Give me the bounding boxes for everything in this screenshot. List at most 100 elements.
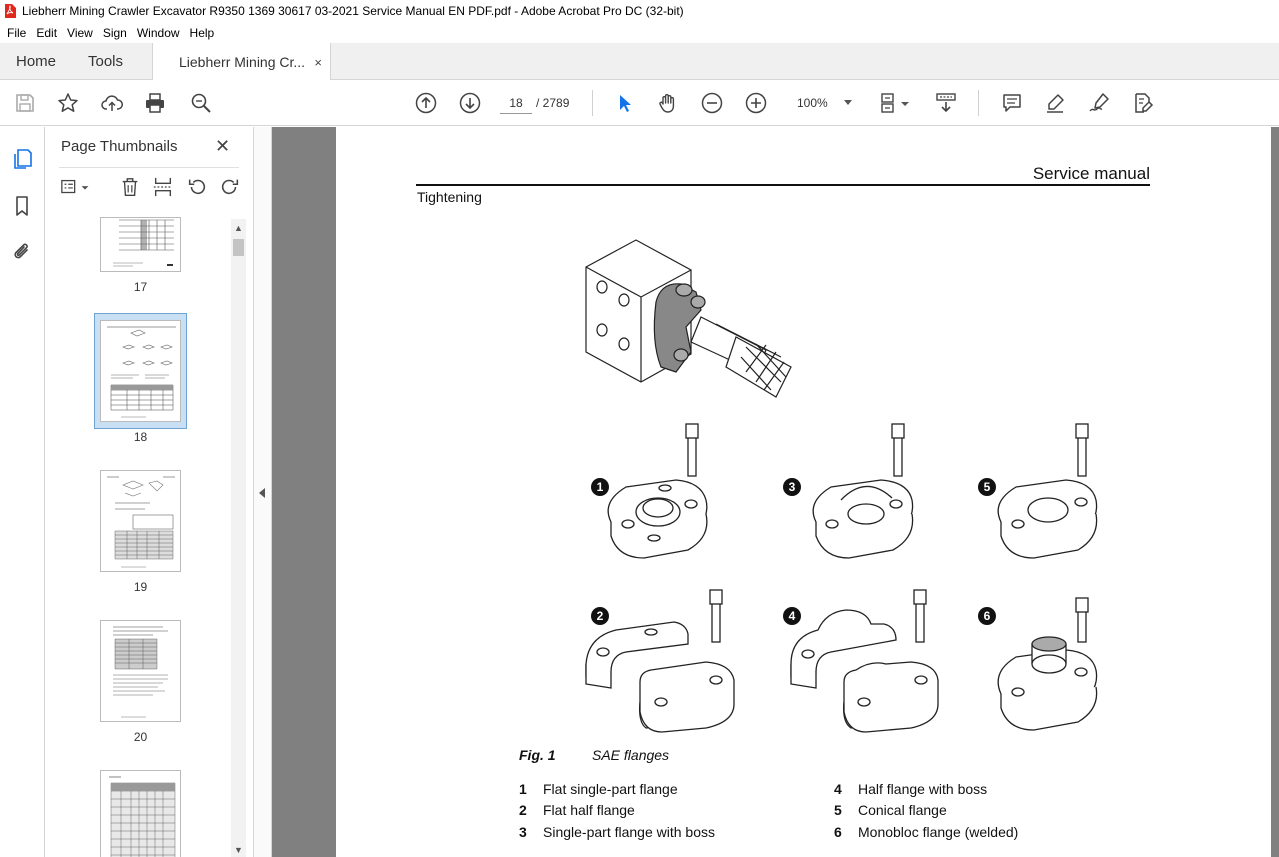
menu-view[interactable]: View xyxy=(67,25,93,40)
rotate-counterclockwise-icon[interactable] xyxy=(185,175,209,199)
thumbnail-page-17[interactable] xyxy=(100,217,181,272)
attachments-paperclip-icon[interactable] xyxy=(10,240,34,264)
pdf-page: Service manual Tightening xyxy=(336,127,1271,857)
acrobat-app-icon xyxy=(5,4,16,18)
legend-text: Flat half flange xyxy=(543,802,635,818)
flange-6-drawing xyxy=(997,597,1098,731)
legend-text: Flat single-part flange xyxy=(543,781,678,797)
tab-tools[interactable]: Tools xyxy=(88,53,124,70)
figure-caption: SAE flanges xyxy=(592,747,670,763)
menu-help[interactable]: Help xyxy=(189,25,215,40)
scroll-up-arrow-icon[interactable]: ▲ xyxy=(234,223,243,233)
panel-title: Page Thumbnails xyxy=(61,138,178,155)
menu-bar: File Edit View Sign Window Help xyxy=(0,22,1279,43)
flange-4-drawing xyxy=(790,589,939,733)
menu-file[interactable]: File xyxy=(7,25,27,40)
next-page-icon[interactable] xyxy=(458,91,482,115)
delete-trash-icon[interactable] xyxy=(118,175,142,199)
close-icon[interactable]: ✕ xyxy=(215,136,231,156)
panel-divider xyxy=(59,167,239,168)
legend-text: Conical flange xyxy=(858,802,947,818)
thumbnail-page-number: 20 xyxy=(133,730,148,744)
zoom-out-icon[interactable] xyxy=(700,91,724,115)
scroll-down-arrow-icon[interactable]: ▼ xyxy=(234,845,243,855)
page-display-icon[interactable] xyxy=(878,91,902,115)
thumbnail-page-number: 17 xyxy=(133,280,148,294)
flange-5-drawing xyxy=(997,423,1098,559)
scrollbar-thumb[interactable] xyxy=(233,239,244,256)
panel-collapse-strip[interactable] xyxy=(254,127,272,857)
thumbnail-page-18[interactable] xyxy=(100,320,181,422)
callout-3: 3 xyxy=(789,480,796,494)
legend-number: 6 xyxy=(834,824,842,840)
thumbnail-page-21[interactable] xyxy=(100,770,181,857)
thumbnail-page-number: 18 xyxy=(133,430,148,444)
page-number-input[interactable]: 18 xyxy=(500,92,532,114)
page-total-label: / 2789 xyxy=(536,96,570,110)
scroll-mode-icon[interactable] xyxy=(934,91,958,115)
callout-4: 4 xyxy=(789,609,796,623)
menu-sign[interactable]: Sign xyxy=(102,25,127,40)
legend-number: 4 xyxy=(834,781,842,797)
legend-number: 2 xyxy=(519,802,527,818)
menu-window[interactable]: Window xyxy=(136,25,180,40)
toolbar-divider xyxy=(592,90,593,116)
collapse-left-arrow-icon[interactable] xyxy=(259,488,265,498)
window-title: Liebherr Mining Crawler Excavator R9350 … xyxy=(22,4,684,18)
tab-close-icon[interactable]: × xyxy=(314,54,322,70)
highlight-pen-icon[interactable] xyxy=(1043,91,1067,115)
callout-1: 1 xyxy=(597,480,604,494)
main-toolbar: 18 / 2789 100% xyxy=(0,80,1279,126)
header-rule xyxy=(416,184,1150,186)
thumbnail-scrollbar[interactable]: ▲ ▼ xyxy=(231,219,246,857)
callout-6: 6 xyxy=(984,609,991,623)
sae-flanges-illustration: 1 3 5 2 4 6 xyxy=(585,239,1098,733)
previous-page-icon[interactable] xyxy=(414,91,438,115)
upload-cloud-icon[interactable] xyxy=(100,91,124,115)
legend-number: 5 xyxy=(834,802,842,818)
section-heading: Tightening xyxy=(417,189,482,205)
title-bar: Liebherr Mining Crawler Excavator R9350 … xyxy=(0,0,1279,22)
page-thumbnails-icon[interactable] xyxy=(10,147,34,171)
zoom-level-value: 100% xyxy=(797,96,828,110)
callout-markers: 1 3 5 2 4 6 xyxy=(591,478,996,625)
thumbnail-page-20[interactable] xyxy=(100,620,181,722)
callout-2: 2 xyxy=(597,609,604,623)
rotate-clockwise-icon[interactable] xyxy=(218,175,242,199)
insert-pages-icon[interactable] xyxy=(151,175,175,199)
flange-1-drawing xyxy=(607,423,708,559)
options-chevron-down-icon[interactable] xyxy=(78,175,92,199)
page-thumbnails-panel: Page Thumbnails ✕ xyxy=(45,127,254,857)
legend-number: 1 xyxy=(519,781,527,797)
hand-tool-icon[interactable] xyxy=(656,91,680,115)
document-viewport[interactable]: Service manual Tightening xyxy=(272,127,1279,857)
page-header-title: Service manual xyxy=(1032,164,1150,183)
page-display-chevron-icon[interactable] xyxy=(898,91,912,115)
thumbnail-page-19[interactable] xyxy=(100,470,181,572)
tab-document[interactable]: Liebherr Mining Cr... × xyxy=(152,43,331,81)
legend-text: Half flange with boss xyxy=(858,781,988,797)
chevron-down-icon xyxy=(844,100,852,105)
legend-number: 3 xyxy=(519,824,527,840)
select-cursor-icon[interactable] xyxy=(612,91,636,115)
legend-text: Monobloc flange (welded) xyxy=(858,824,1019,840)
comment-icon[interactable] xyxy=(1000,91,1024,115)
bookmarks-icon[interactable] xyxy=(10,194,34,218)
flange-3-drawing xyxy=(812,423,914,559)
print-icon[interactable] xyxy=(143,91,167,115)
menu-edit[interactable]: Edit xyxy=(36,25,58,40)
save-icon[interactable] xyxy=(13,91,37,115)
zoom-level-dropdown[interactable]: 100% xyxy=(788,92,858,114)
fill-sign-icon[interactable] xyxy=(1087,91,1111,115)
figure-label: Fig. 1 xyxy=(519,747,556,763)
callout-5: 5 xyxy=(984,480,991,494)
star-bookmark-icon[interactable] xyxy=(56,91,80,115)
options-menu-icon[interactable] xyxy=(59,175,83,199)
tab-document-label: Liebherr Mining Cr... xyxy=(179,54,306,70)
left-navigation-rail xyxy=(0,127,45,857)
zoom-in-icon[interactable] xyxy=(744,91,768,115)
edit-pdf-icon[interactable] xyxy=(1131,91,1155,115)
search-zoom-icon[interactable] xyxy=(189,91,213,115)
tab-home[interactable]: Home xyxy=(16,53,57,70)
tab-bar: Home Tools Liebherr Mining Cr... × xyxy=(0,43,1279,81)
